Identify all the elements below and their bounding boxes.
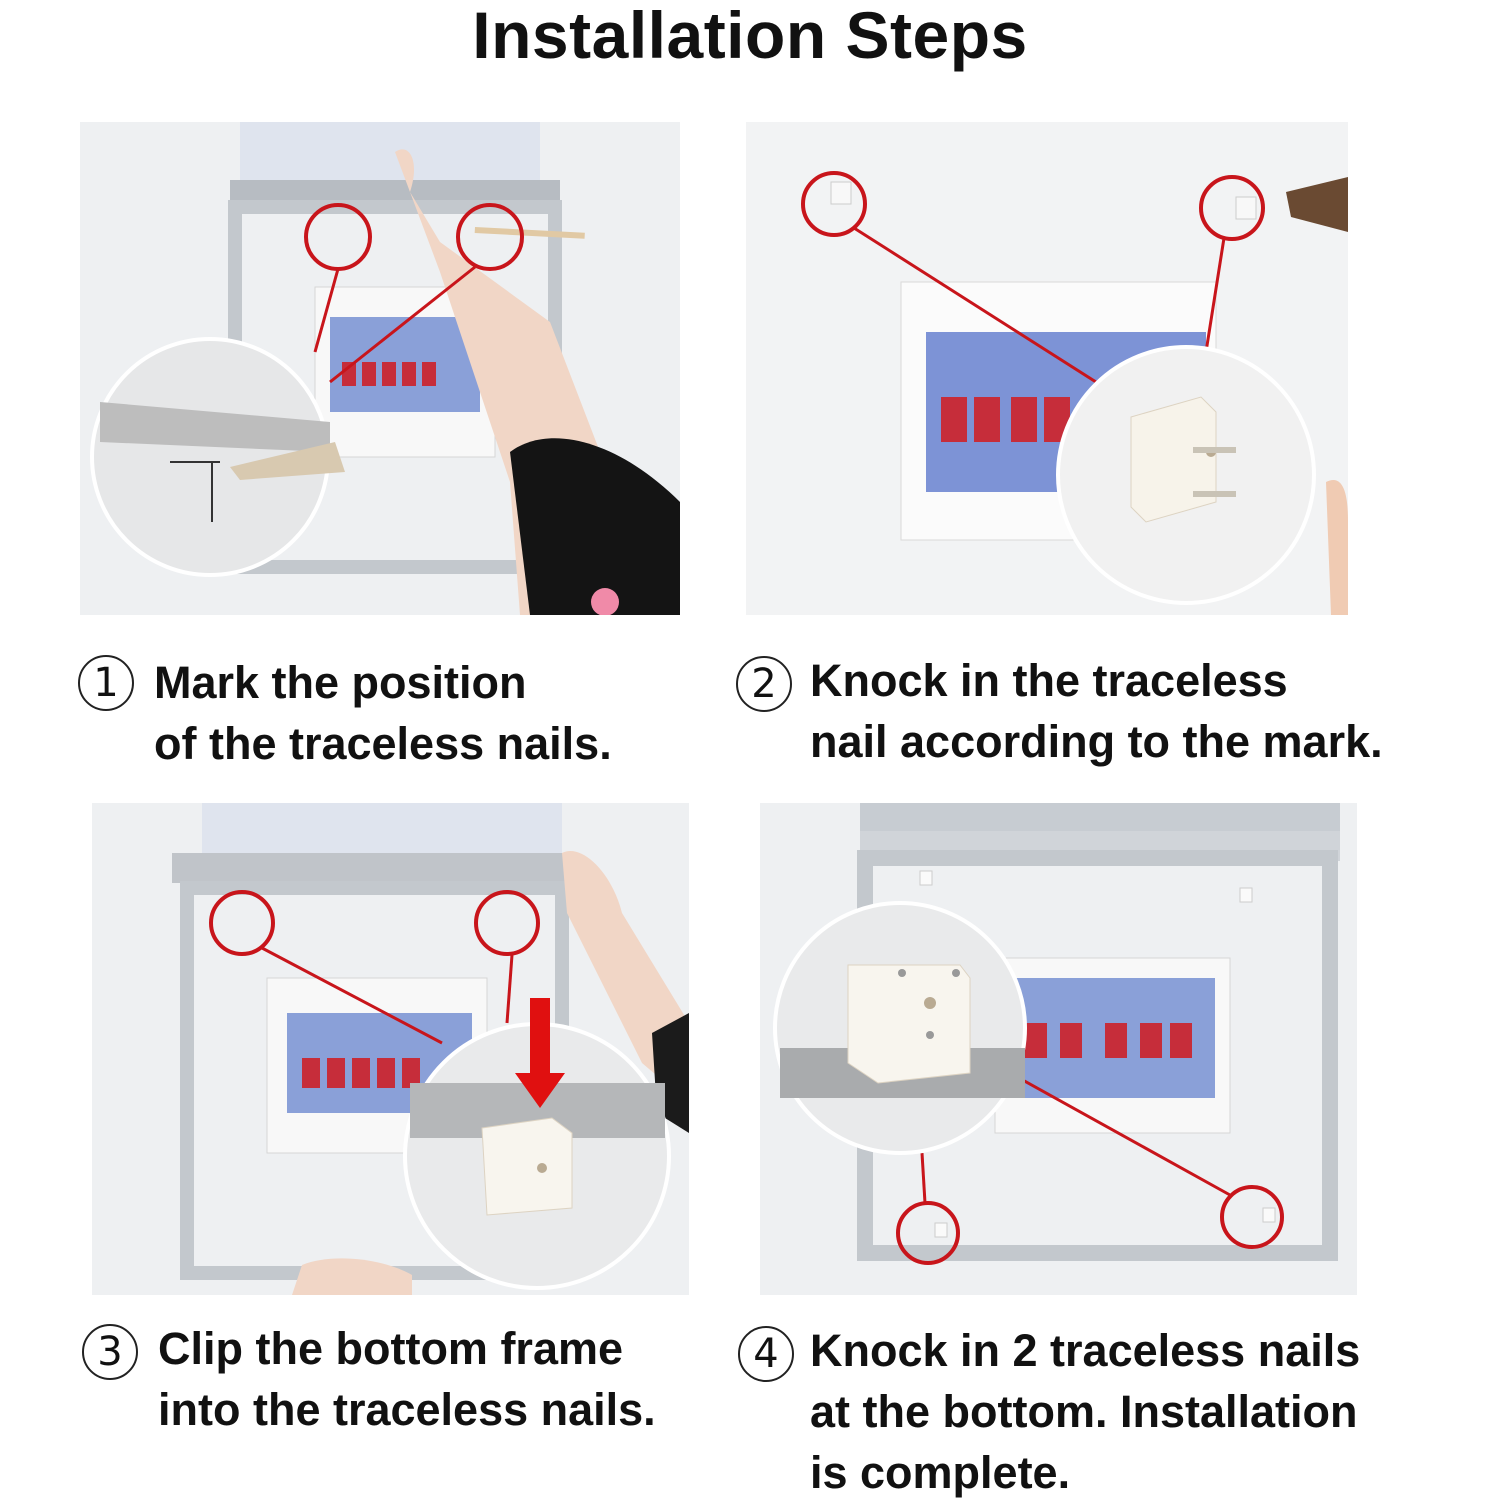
step-4-line-1: Knock in 2 traceless nails <box>810 1325 1361 1376</box>
down-arrow-icon <box>515 998 565 1108</box>
page-title: Installation Steps <box>472 0 1028 72</box>
step-3-number: 3 <box>82 1324 138 1380</box>
step-2-line-1: Knock in the traceless <box>810 655 1288 706</box>
step-2-photo <box>746 122 1348 615</box>
marker-circle <box>1220 1185 1284 1249</box>
step-4-line-2: at the bottom. Installation <box>810 1386 1358 1437</box>
step-1-line-1: Mark the position <box>154 657 527 708</box>
marker-circle <box>209 890 275 956</box>
step-1-number: 1 <box>78 655 134 711</box>
step-4-number: 4 <box>738 1326 794 1382</box>
step-3-photo <box>92 803 689 1295</box>
step-1-photo <box>80 122 680 615</box>
marker-circle <box>474 890 540 956</box>
step-4-line-3: is complete. <box>810 1447 1071 1498</box>
step-3-illustration <box>92 803 689 1295</box>
marker-circle <box>896 1201 960 1265</box>
step-1-illustration <box>80 122 680 615</box>
marker-circle <box>1199 175 1265 241</box>
step-3-line-2: into the traceless nails. <box>158 1384 656 1435</box>
step-4-illustration <box>760 803 1357 1295</box>
step-2-line-2: nail according to the mark. <box>810 716 1383 767</box>
marker-circle <box>801 171 867 237</box>
step-2-illustration <box>746 122 1348 615</box>
step-1-line-2: of the traceless nails. <box>154 718 612 769</box>
marker-circle <box>456 203 524 271</box>
step-2-number: 2 <box>736 656 792 712</box>
step-4-photo <box>760 803 1357 1295</box>
step-3-line-1: Clip the bottom frame <box>158 1323 624 1374</box>
